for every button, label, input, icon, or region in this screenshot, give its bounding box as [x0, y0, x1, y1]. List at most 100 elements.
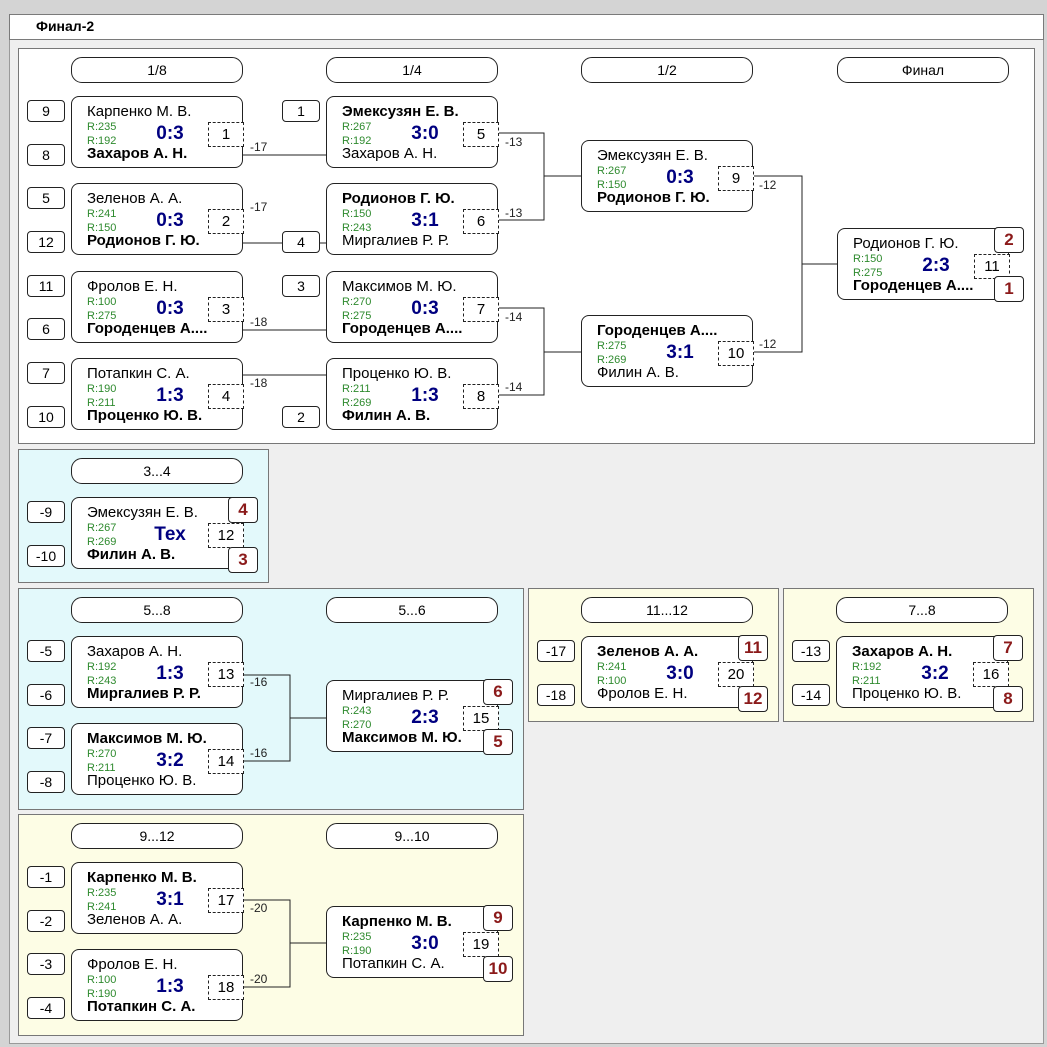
player-2-name: Городенцев А....	[87, 320, 208, 337]
player-2-name: Потапкин С. А.	[87, 998, 196, 1015]
player-2-name: Филин А. В.	[597, 364, 679, 381]
player-2-name: Городенцев А....	[853, 277, 974, 294]
match-number: 13	[208, 662, 244, 687]
place-badge: 7	[993, 635, 1023, 661]
place-badge: 6	[483, 679, 513, 705]
match-card[interactable]: Захаров А. Н. R:192 R:243 1:3 13 Миргали…	[71, 636, 244, 708]
player-1-rating: R:241	[87, 208, 117, 220]
player-1-rating: R:241	[597, 661, 627, 673]
match-score: 1:3	[156, 385, 184, 406]
player-1-rating: R:275	[597, 340, 627, 352]
player-1-rating: R:150	[342, 208, 372, 220]
player-1-rating: R:235	[87, 121, 117, 133]
player-2-name: Филин А. В.	[87, 546, 176, 563]
seed-box: -2	[27, 910, 65, 932]
match-card[interactable]: Максимов М. Ю. R:270 R:275 0:3 7 Городен…	[326, 271, 499, 343]
seed-box: 8	[27, 144, 65, 166]
player-1-name: Проценко Ю. В.	[342, 365, 452, 382]
match-score: 1:3	[156, 663, 184, 684]
match-score: 0:3	[156, 123, 184, 144]
seed-box: -14	[792, 684, 830, 706]
player-2-rating: R:269	[342, 397, 372, 409]
match-number: 16	[973, 662, 1009, 687]
player-1-name: Захаров А. Н.	[852, 643, 953, 660]
match-card[interactable]: Городенцев А.... R:275 R:269 3:1 10 Фили…	[581, 315, 754, 387]
player-1-rating: R:211	[342, 383, 371, 395]
round-header-9-10: 9...10	[326, 823, 498, 849]
player-2-rating: R:190	[342, 945, 372, 957]
round-header-3-4: 3...4	[71, 458, 243, 484]
player-1-name: Карпенко М. В.	[342, 913, 452, 930]
match-card[interactable]: Максимов М. Ю. R:270 R:211 3:2 14 Процен…	[71, 723, 244, 795]
seed-box: 5	[27, 187, 65, 209]
match-card[interactable]: Эмексузян Е. В. R:267 R:269 Тех 12 Филин…	[71, 497, 244, 569]
match-card[interactable]: Карпенко М. В. R:235 R:241 3:1 17 Зелено…	[71, 862, 244, 934]
match-score: 3:0	[666, 663, 694, 684]
match-card[interactable]: Фролов Е. Н. R:100 R:275 0:3 3 Городенце…	[71, 271, 244, 343]
match-number: 4	[208, 384, 244, 409]
match-score: 0:3	[156, 298, 184, 319]
player-1-rating: R:100	[87, 974, 117, 986]
match-number: 5	[463, 122, 499, 147]
match-card[interactable]: Родионов Г. Ю. R:150 R:275 2:3 11 Городе…	[837, 228, 1010, 300]
round-header-1-8: 1/8	[71, 57, 243, 83]
match-number: 17	[208, 888, 244, 913]
match-card[interactable]: Зеленов А. А. R:241 R:100 3:0 20 Фролов …	[581, 636, 754, 708]
seed-box: 12	[27, 231, 65, 253]
match-number: 11	[974, 254, 1010, 279]
loser-link-label: -17	[250, 200, 268, 214]
player-2-rating: R:211	[87, 397, 116, 409]
match-card[interactable]: Карпенко М. В. R:235 R:192 0:3 1 Захаров…	[71, 96, 244, 168]
loser-link-label: -12	[759, 337, 777, 351]
round-header-5-6: 5...6	[326, 597, 498, 623]
match-card[interactable]: Захаров А. Н. R:192 R:211 3:2 16 Проценк…	[836, 636, 1009, 708]
match-number: 14	[208, 749, 244, 774]
match-card[interactable]: Миргалиев Р. Р. R:243 R:270 2:3 15 Макси…	[326, 680, 499, 752]
match-card[interactable]: Фролов Е. Н. R:100 R:190 1:3 18 Потапкин…	[71, 949, 244, 1021]
place-badge: 1	[994, 276, 1024, 302]
player-1-name: Зеленов А. А.	[87, 190, 183, 207]
loser-link-label: -13	[505, 206, 523, 220]
player-2-rating: R:192	[87, 135, 117, 147]
match-score: 1:3	[156, 976, 184, 997]
match-number: 6	[463, 209, 499, 234]
match-card[interactable]: Родионов Г. Ю. R:150 R:243 3:1 6 Миргали…	[326, 183, 499, 255]
round-header-1-2: 1/2	[581, 57, 753, 83]
player-1-name: Родионов Г. Ю.	[342, 190, 455, 207]
player-1-name: Эмексузян Е. В.	[597, 147, 708, 164]
player-1-rating: R:150	[853, 253, 883, 265]
match-card[interactable]: Потапкин С. А. R:190 R:211 1:3 4 Проценк…	[71, 358, 244, 430]
player-2-rating: R:243	[342, 222, 372, 234]
player-1-rating: R:235	[342, 931, 372, 943]
match-number: 2	[208, 209, 244, 234]
place-badge: 10	[483, 956, 513, 982]
seed-box: 10	[27, 406, 65, 428]
match-number: 12	[208, 523, 244, 548]
player-1-name: Потапкин С. А.	[87, 365, 190, 382]
match-card[interactable]: Зеленов А. А. R:241 R:150 0:3 2 Родионов…	[71, 183, 244, 255]
match-score: 2:3	[922, 255, 950, 276]
match-card[interactable]: Эмексузян Е. В. R:267 R:150 0:3 9 Родион…	[581, 140, 754, 212]
match-score: 3:1	[666, 342, 694, 363]
player-1-rating: R:235	[87, 887, 117, 899]
match-number: 3	[208, 297, 244, 322]
player-1-rating: R:267	[597, 165, 627, 177]
match-card[interactable]: Карпенко М. В. R:235 R:190 3:0 19 Потапк…	[326, 906, 499, 978]
seed-box: -4	[27, 997, 65, 1019]
round-header-5-8: 5...8	[71, 597, 243, 623]
player-2-rating: R:275	[342, 310, 372, 322]
player-2-rating: R:192	[342, 135, 372, 147]
player-2-name: Филин А. В.	[342, 407, 431, 424]
player-2-name: Максимов М. Ю.	[342, 729, 462, 746]
match-card[interactable]: Эмексузян Е. В. R:267 R:192 3:0 5 Захаро…	[326, 96, 499, 168]
player-2-rating: R:269	[87, 536, 117, 548]
seed-box: -3	[27, 953, 65, 975]
place-badge: 3	[228, 547, 258, 573]
match-card[interactable]: Проценко Ю. В. R:211 R:269 1:3 8 Филин А…	[326, 358, 499, 430]
loser-link-label: -14	[505, 380, 523, 394]
player-1-rating: R:267	[87, 522, 117, 534]
match-score: 3:2	[921, 663, 949, 684]
match-score: 3:0	[411, 933, 439, 954]
player-1-name: Фролов Е. Н.	[87, 278, 178, 295]
match-number: 1	[208, 122, 244, 147]
